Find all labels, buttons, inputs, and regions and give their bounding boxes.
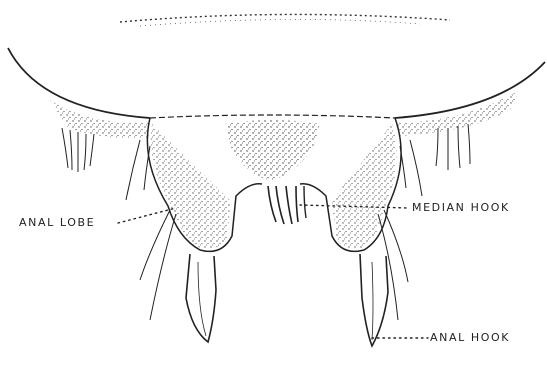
anal-hook-left (186, 254, 216, 342)
upper-segment-edge (120, 14, 450, 26)
lateral-stipple-right (395, 90, 520, 136)
body-segment-outline (8, 48, 545, 118)
lateral-stipple-left (50, 100, 150, 138)
central-stipple (225, 120, 320, 180)
anal-hook-right (360, 254, 388, 346)
label-anal-hook: ANAL HOOK (430, 332, 510, 344)
label-anal-lobe: ANAL LOBE (19, 217, 95, 229)
label-median-hook: MEDIAN HOOK (412, 202, 510, 214)
